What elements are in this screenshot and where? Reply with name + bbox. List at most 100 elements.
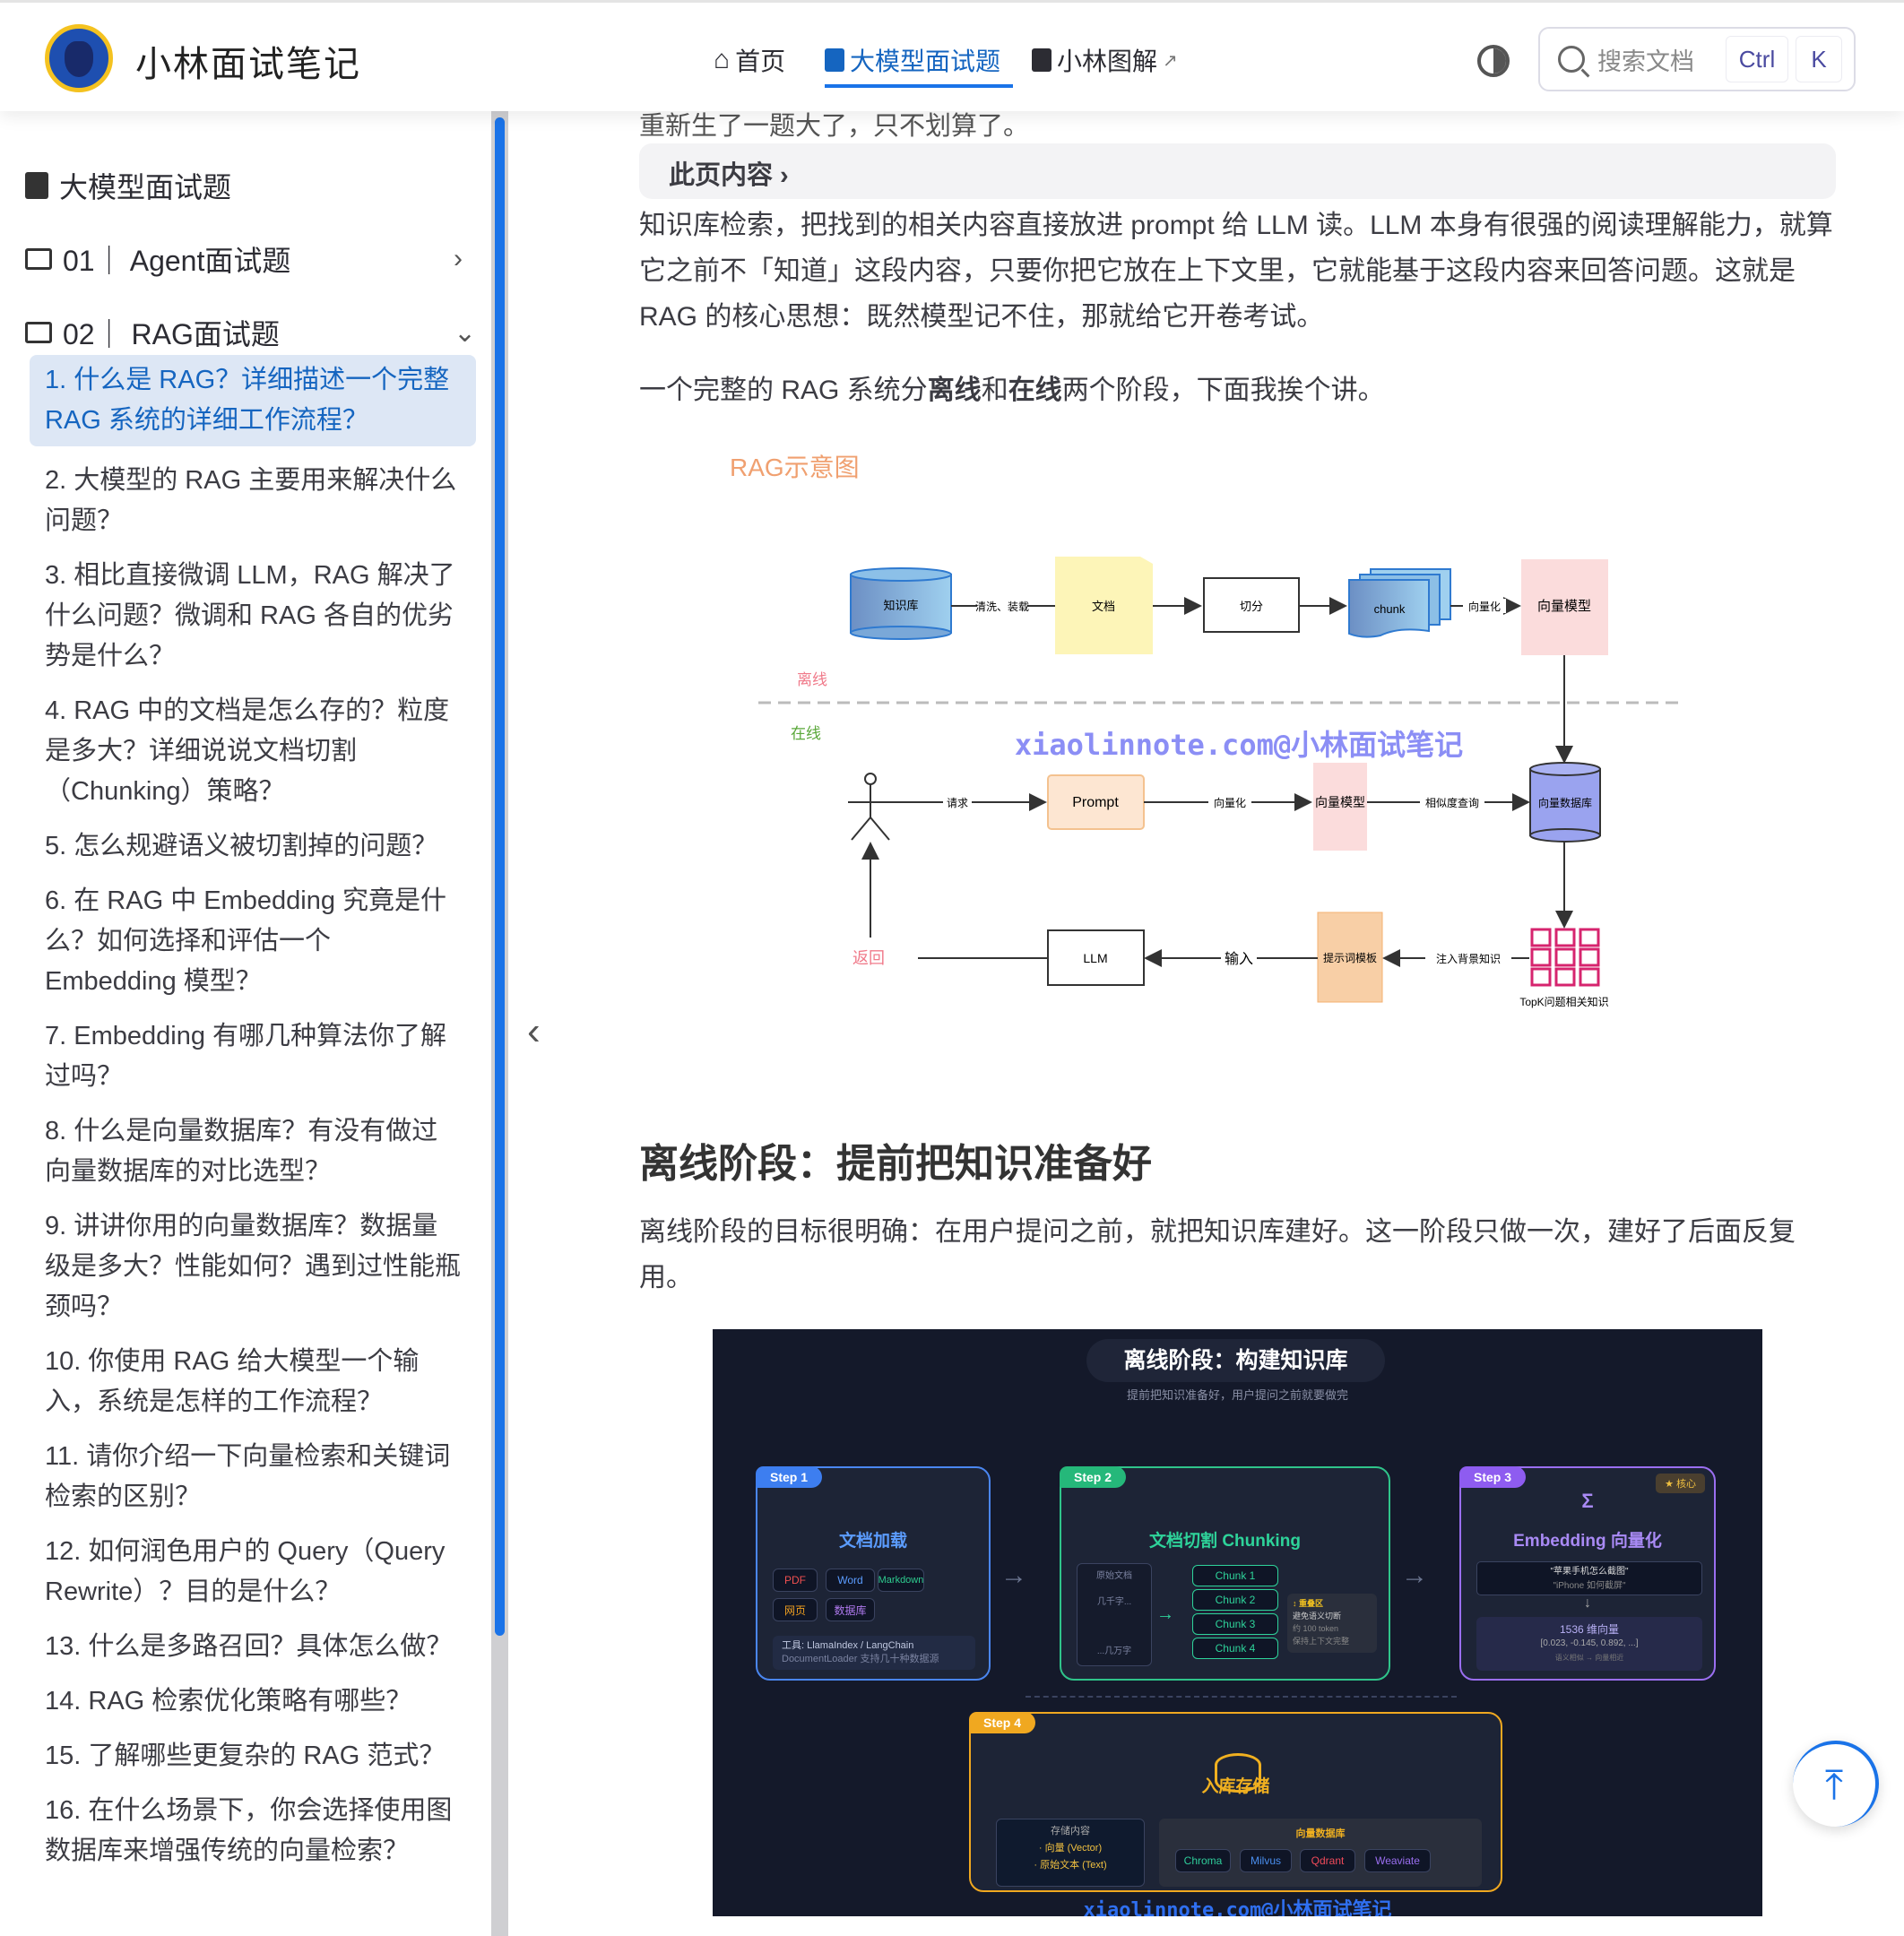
- orig-text: ...几万字: [1096, 1646, 1132, 1656]
- overlap-label: ↕ 重叠区: [1293, 1599, 1324, 1608]
- step1-card: Step 1 文档加载 PDF Word Markdown 网页 数据库 工具:…: [756, 1466, 991, 1681]
- step-title: 文档切割 Chunking: [1149, 1532, 1301, 1551]
- arrow-down-icon: ↓: [1584, 1595, 1591, 1611]
- llm-label: LLM: [1083, 951, 1107, 965]
- split-box: [1203, 577, 1300, 633]
- sidebar-question-list: 1. 什么是 RAG？详细描述一个完整 RAG 系统的详细工作流程？ 2. 大模型…: [30, 355, 476, 1886]
- nav-label: 大模型面试题: [850, 48, 1001, 75]
- active-nav-underline: [825, 84, 1013, 88]
- doc-label: 文档: [1092, 600, 1115, 613]
- sidebar-question-item[interactable]: 2. 大模型的 RAG 主要用来解决什么问题？: [45, 466, 457, 535]
- sidebar-question-item[interactable]: 4. RAG 中的文档是怎么存的？粒度是多大？详细说说文档切割（Chunking…: [45, 696, 450, 806]
- vectorize-label: 向量化: [1468, 600, 1501, 613]
- book-icon: [1032, 48, 1052, 72]
- overlap-text: 保持上下文完整: [1293, 1637, 1350, 1646]
- topk-cell: [1579, 928, 1600, 947]
- chip: 网页: [773, 1598, 818, 1621]
- online-label: 在线: [791, 725, 821, 742]
- chip: PDF: [773, 1569, 818, 1592]
- sidebar-question-item[interactable]: 12. 如何润色用户的 Query（Query Rewrite）？目的是什么？: [45, 1537, 446, 1606]
- text: 两个阶段，下面我挨个讲。: [1061, 376, 1385, 405]
- core-badge: ★ 核心: [1656, 1474, 1705, 1493]
- topk-cell: [1554, 967, 1576, 987]
- vectorize-label: 向量化: [1214, 796, 1246, 809]
- group-label: 01｜ Agent面试题: [63, 245, 291, 277]
- model-label: 向量模型: [1537, 599, 1591, 614]
- orig-doc-label: 原始文档: [1096, 1571, 1132, 1581]
- sidebar-question-item[interactable]: 3. 相比直接微调 LLM，RAG 解决了什么问题？微调和 RAG 各自的优劣势…: [45, 561, 455, 670]
- tool-text: 工具: LlamaIndex / LangChain: [782, 1640, 914, 1651]
- step2-card: Step 2 文档切割 Chunking 原始文档 几千字... ...几万字 …: [1060, 1466, 1390, 1681]
- site-title[interactable]: 小林面试笔记: [135, 45, 361, 84]
- chevron-right-icon[interactable]: ›: [454, 244, 463, 273]
- sidebar-question-item[interactable]: 8. 什么是向量数据库？有没有做过向量数据库的对比选型？: [45, 1117, 438, 1186]
- sidebar-group-agent[interactable]: 01｜ Agent面试题 ›: [25, 238, 473, 280]
- nav-llm-questions[interactable]: 大模型面试题: [825, 42, 1000, 78]
- paragraph-3: 离线阶段的目标很明确：在用户提问之前，就把知识库建好。这一阶段只做一次，建好了后…: [639, 1217, 1796, 1292]
- partial-paragraph: 重新生了一题大了，只不划算了。: [639, 112, 1030, 141]
- paragraph-2: 一个完整的 RAG 系统分离线和在线两个阶段，下面我挨个讲。: [639, 367, 1836, 413]
- group-label: 02｜ RAG面试题: [63, 318, 280, 350]
- note-text: 语义相似 → 向量相近: [1554, 1654, 1624, 1662]
- request-label: 请求: [947, 797, 968, 809]
- back-to-top-button[interactable]: ⤒: [1793, 1741, 1879, 1827]
- watermark: xiaolinnote.com@小林面试笔记: [1015, 728, 1463, 762]
- sidebar-question-item[interactable]: 9. 讲讲你用的向量数据库？数据量级是多大？性能如何？遇到过性能瓶颈吗？: [45, 1212, 462, 1321]
- collapse-sidebar-chevron-icon[interactable]: ‹: [527, 1009, 541, 1053]
- sidebar-question-item[interactable]: 1. 什么是 RAG？详细描述一个完整 RAG 系统的详细工作流程？: [30, 355, 476, 446]
- text: 和: [981, 376, 1008, 405]
- home-icon: ⌂: [714, 45, 731, 74]
- sidebar-question-item[interactable]: 11. 请你介绍一下向量检索和关键词检索的区别？: [45, 1442, 451, 1511]
- step-title: Embedding 向量化: [1513, 1532, 1662, 1551]
- topk-cell: [1530, 967, 1552, 987]
- embedding-model-box: [1521, 559, 1608, 655]
- query-text: "苹果手机怎么截图": [1550, 1567, 1629, 1577]
- db-chip: Milvus: [1240, 1849, 1292, 1872]
- clean-label: 清洗、装载: [975, 601, 1029, 613]
- step3-card: Step 3 ★ 核心 Σ Embedding 向量化 "苹果手机怎么截图" "…: [1459, 1466, 1716, 1681]
- db-chip: Qdrant: [1300, 1849, 1355, 1872]
- sidebar-group-rag[interactable]: 02｜ RAG面试题 ⌄: [25, 312, 477, 353]
- bold-offline: 离线: [927, 376, 982, 405]
- sidebar-scrollbar-thumb[interactable]: [495, 117, 505, 1636]
- prompt-template-box: [1317, 912, 1383, 1003]
- sidebar-question-item[interactable]: 14. RAG 检索优化策略有哪些？: [45, 1687, 412, 1716]
- tv-icon: [25, 322, 52, 343]
- infographic-subtitle: 提前把知识准备好，用户提问之前就要做完: [1126, 1388, 1348, 1402]
- on-this-page-toggle[interactable]: 此页内容 ›: [639, 143, 1836, 199]
- sidebar-question-item[interactable]: 7. Embedding 有哪几种算法你了解过吗？: [45, 1022, 447, 1091]
- step-badge: Step 4: [969, 1712, 1036, 1733]
- topk-cell: [1530, 928, 1552, 947]
- theme-toggle-icon[interactable]: [1477, 45, 1510, 77]
- overlap-text: 约 100 token: [1293, 1624, 1339, 1633]
- watermark: xiaolinnote.com@小林面试笔记: [1083, 1899, 1392, 1916]
- sidebar-question-item[interactable]: 15. 了解哪些更复杂的 RAG 范式？: [45, 1742, 446, 1770]
- database-icon: [1215, 1753, 1261, 1793]
- nav-home[interactable]: ⌂首页: [714, 42, 785, 78]
- kb-label: 知识库: [883, 599, 918, 612]
- site-logo[interactable]: [45, 24, 113, 92]
- topk-label: TopK问题相关知识: [1519, 996, 1608, 1008]
- search-icon: [1558, 46, 1585, 73]
- topk-grid-icon: [1530, 928, 1600, 987]
- sidebar-question-item[interactable]: 5. 怎么规避语义被切割掉的问题？: [45, 832, 438, 860]
- nav-xiaolin-diagrams[interactable]: 小林图解↗: [1032, 42, 1178, 78]
- infographic-title: 离线阶段：构建知识库: [1086, 1339, 1385, 1382]
- topk-cell: [1579, 967, 1600, 987]
- return-label: 返回: [852, 949, 885, 967]
- book-icon: [25, 172, 48, 199]
- sidebar-question-item[interactable]: 6. 在 RAG 中 Embedding 究竟是什么？如何选择和评估一个 Emb…: [45, 886, 447, 996]
- sidebar-question-item[interactable]: 13. 什么是多路召回？具体怎么做？: [45, 1632, 453, 1661]
- dim-text: 1536 维向量: [1559, 1623, 1620, 1636]
- topk-cell: [1554, 928, 1576, 947]
- search-placeholder: 搜索文档: [1597, 48, 1694, 75]
- arrow-right-icon: →: [1401, 1560, 1428, 1590]
- sidebar-question-item[interactable]: 16. 在什么场景下，你会选择使用图数据库来增强传统的向量检索？: [45, 1796, 453, 1865]
- split-label: 切分: [1240, 600, 1263, 613]
- sidebar-title-text: 大模型面试题: [59, 171, 232, 203]
- sidebar-question-item[interactable]: 10. 你使用 RAG 给大模型一个输入，系统是怎样的工作流程？: [45, 1347, 420, 1416]
- query-text: "iPhone 如何截屏": [1553, 1581, 1626, 1591]
- kbd-ctrl: Ctrl: [1726, 36, 1788, 82]
- search-button[interactable]: 搜索文档 Ctrl K: [1538, 27, 1856, 91]
- chevron-down-icon[interactable]: ⌄: [454, 317, 477, 348]
